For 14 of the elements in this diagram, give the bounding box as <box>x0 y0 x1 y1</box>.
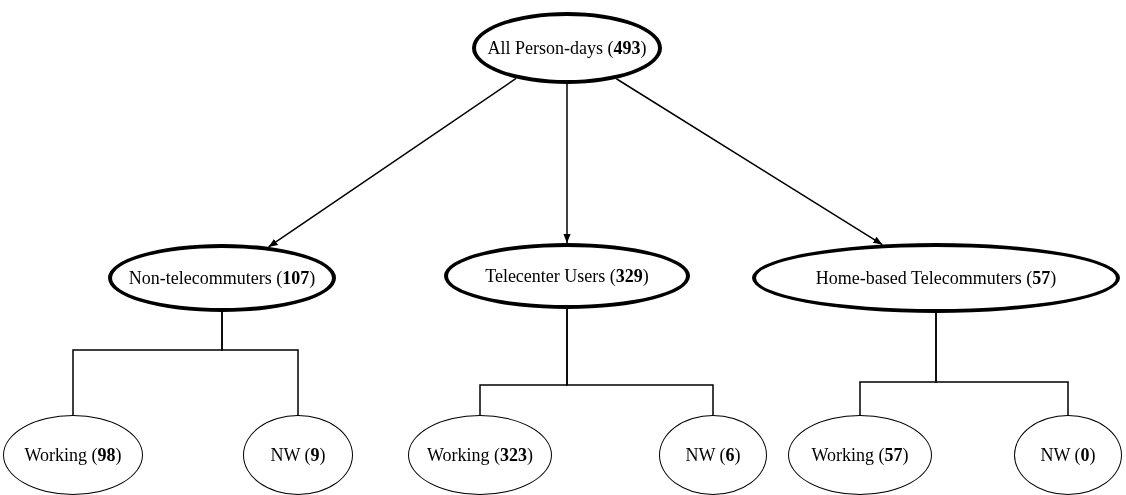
arrow <box>563 83 571 244</box>
node-label: NW (0) <box>1040 444 1096 466</box>
node-label: NW (9) <box>270 444 326 466</box>
connector-line <box>221 311 299 416</box>
node-label: Telecenter Users (329) <box>485 265 649 287</box>
node-label: All Person-days (493) <box>487 37 647 59</box>
connector-line <box>566 308 714 416</box>
node-label: Working (323) <box>426 444 533 466</box>
node-label: NW (6) <box>685 444 741 466</box>
connector-line <box>935 312 1069 416</box>
node-label: Home-based Telecommuters (57) <box>815 267 1057 289</box>
node-label: Non-telecommuters (107) <box>128 267 316 289</box>
node-label: Working (57) <box>811 444 909 466</box>
node-label: Working (98) <box>24 444 122 466</box>
